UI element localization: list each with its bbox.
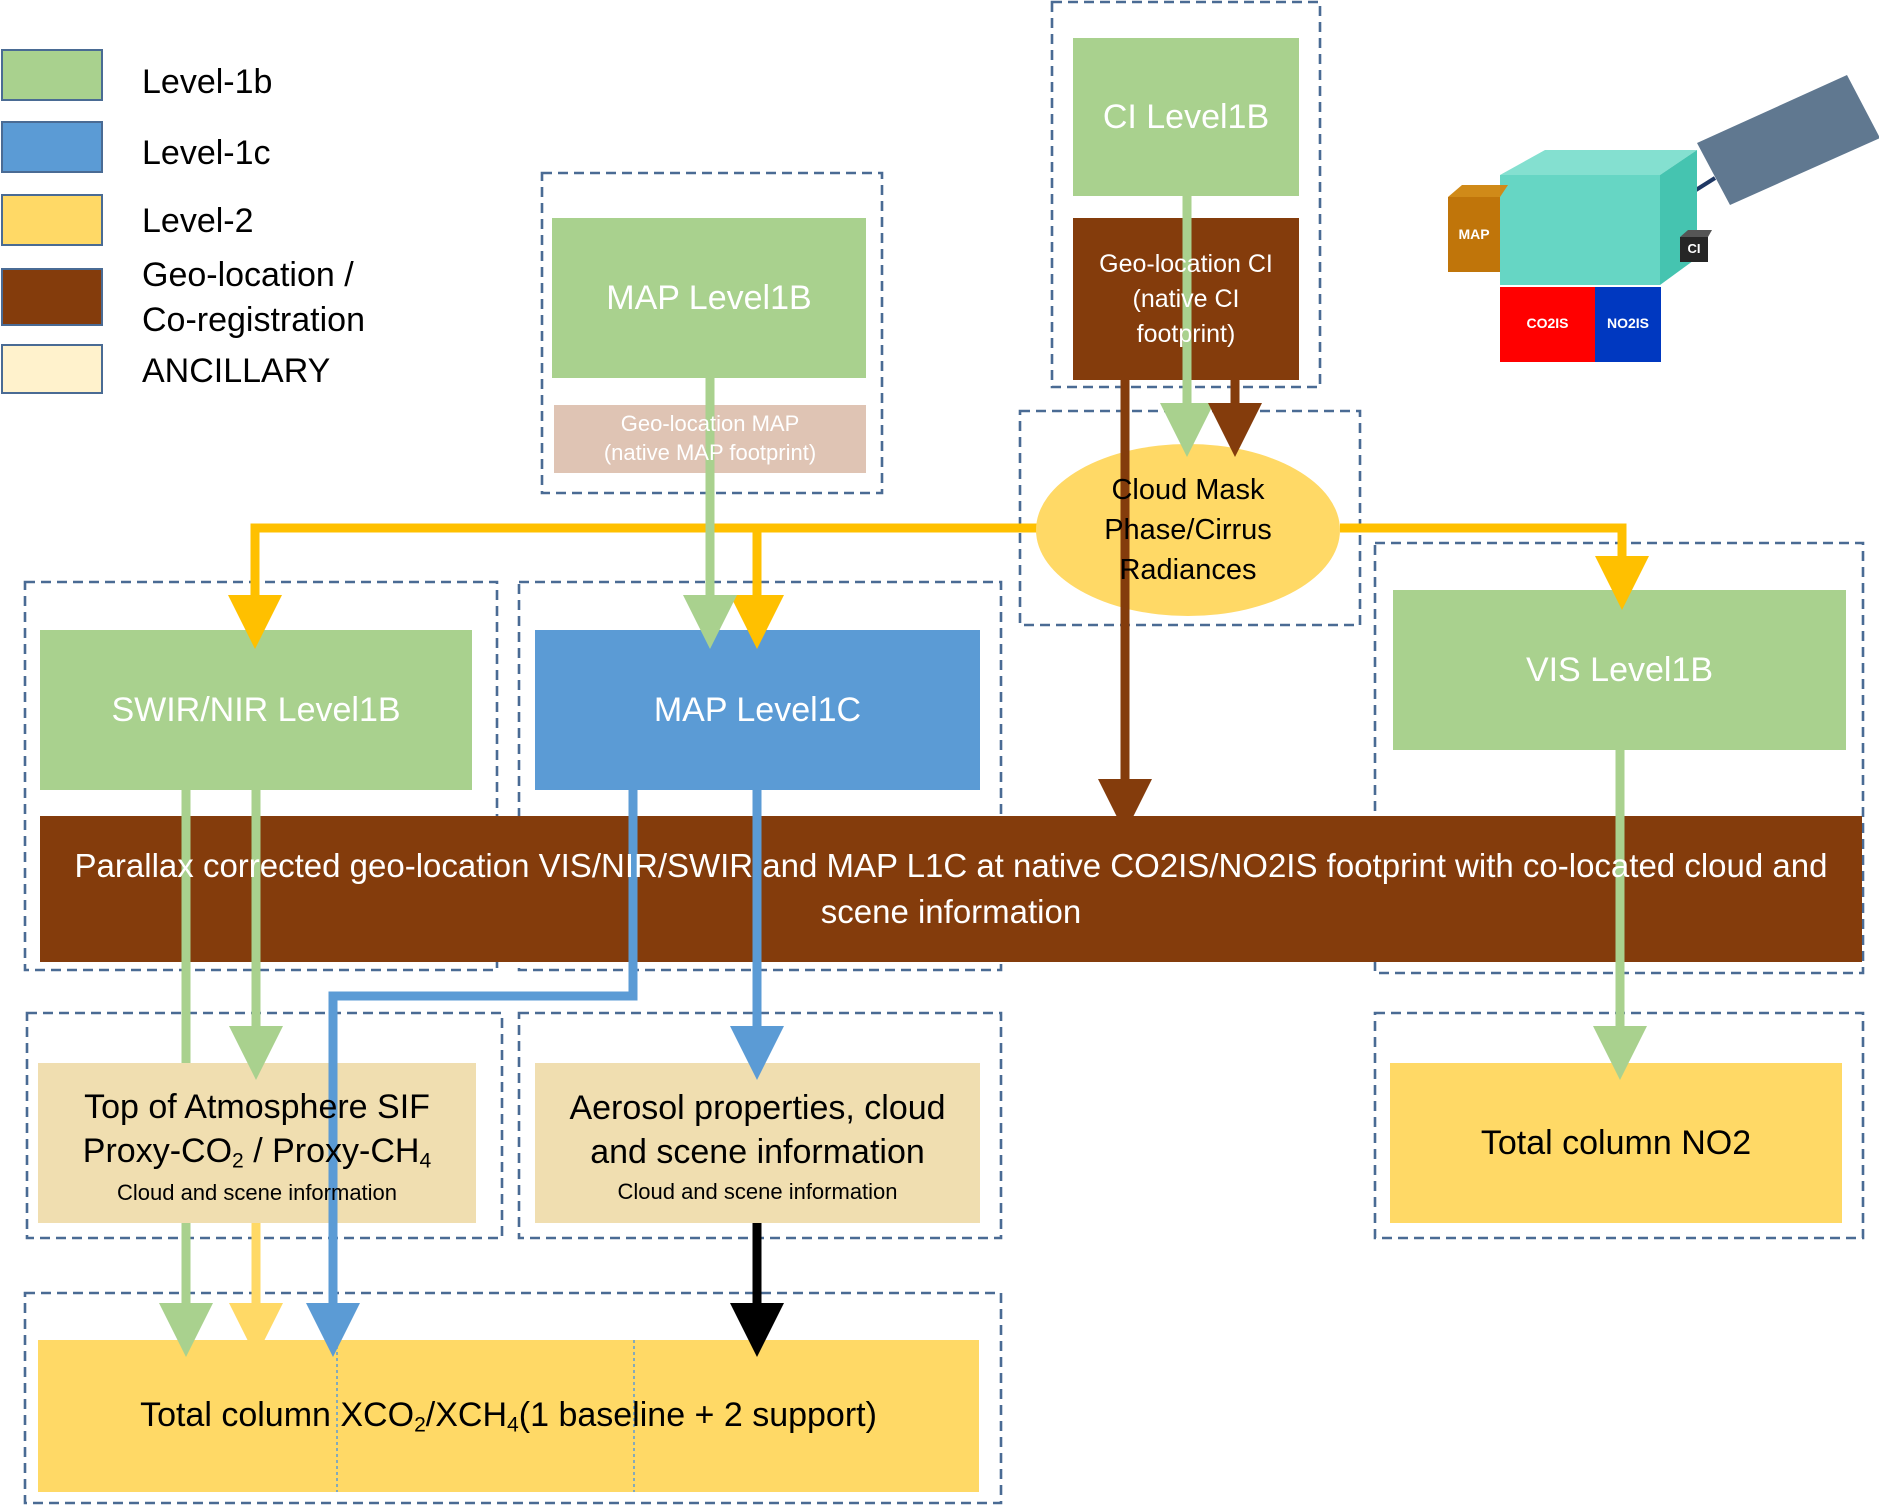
satellite-ci-top xyxy=(1680,230,1712,237)
toa-proxy-ch: / Proxy-CH xyxy=(243,1131,420,1170)
vis-level1b-box xyxy=(1393,590,1846,750)
legend-label-ancillary: ANCILLARY xyxy=(142,352,331,390)
map-level1b-label: MAP Level1B xyxy=(606,278,812,317)
satellite-co2is-block xyxy=(1500,287,1595,362)
toa-sub-2: 2 xyxy=(232,1149,244,1173)
no2-box xyxy=(1390,1063,1842,1223)
swir-nir-label: SWIR/NIR Level1B xyxy=(111,690,401,729)
cloud-line3: Radiances xyxy=(1119,554,1257,586)
group-map-l1b xyxy=(540,171,884,495)
yellow-line-left xyxy=(228,523,1040,649)
satellite-solar-panel xyxy=(1697,75,1879,205)
xco2-part3: (1 baseline + 2 support) xyxy=(518,1395,877,1434)
blue-line-mapl1c-to-toa xyxy=(328,790,638,1063)
no2-label: Total column NO2 xyxy=(1480,1123,1752,1162)
xco2-box xyxy=(38,1340,979,1492)
satellite-ci-label: CI xyxy=(1687,241,1701,257)
geo-map-line2: (native MAP footprint) xyxy=(603,440,817,465)
map-level1c-label: MAP Level1C xyxy=(653,690,862,729)
map-level1b-box xyxy=(552,218,866,378)
legend-label-level-1b: Level-1b xyxy=(142,63,273,101)
geo-ci-line3: footprint) xyxy=(1136,319,1236,348)
toa-line1: Top of Atmosphere SIF xyxy=(84,1087,430,1126)
toa-label: Top of Atmosphere SIF Proxy-CO2 / Proxy-… xyxy=(38,1072,476,1220)
satellite-map-label: MAP xyxy=(1458,226,1490,243)
legend-swatch-geolocation xyxy=(1,268,103,326)
aerosol-box xyxy=(535,1063,980,1223)
satellite-no2is-block xyxy=(1595,287,1661,362)
aerosol-line1: Aerosol properties, cloud xyxy=(569,1088,946,1127)
aerosol-line2: and scene information xyxy=(590,1132,925,1171)
xco2-sub-2: 2 xyxy=(414,1412,426,1436)
legend-swatch-level-1b xyxy=(1,49,103,101)
satellite-no2is-label: NO2IS xyxy=(1606,315,1649,332)
vis-level1b-label: VIS Level1B xyxy=(1525,650,1714,689)
xco2-label: Total column XCO2/XCH4(1 baseline + 2 su… xyxy=(38,1340,979,1492)
satellite-illustration xyxy=(1448,75,1879,362)
xco2-part1: Total column XCO xyxy=(140,1395,415,1434)
satellite-ci-block xyxy=(1680,237,1708,262)
yellow-line-right xyxy=(1340,523,1649,610)
xco2-part2: /XCH xyxy=(425,1395,508,1434)
aerosol-small-text: Cloud and scene information xyxy=(617,1178,898,1204)
cloud-mask-ellipse xyxy=(1036,444,1340,616)
aerosol-label: Aerosol properties, cloud and scene info… xyxy=(535,1072,980,1220)
satellite-map-block xyxy=(1448,197,1500,272)
ci-level1b-box xyxy=(1073,38,1299,196)
legend-label-geolocation: Geo-location / Co-registration xyxy=(142,256,365,339)
parallax-label: Parallax corrected geo-location VIS/NIR/… xyxy=(74,847,1828,930)
xco2-text: Total column XCO2/XCH4(1 baseline + 2 su… xyxy=(140,1394,877,1439)
parallax-box xyxy=(40,816,1862,962)
legend-swatch-level-2 xyxy=(1,194,103,246)
legend-swatch-level-1c xyxy=(1,121,103,173)
geo-map-line1: Geo-location MAP xyxy=(620,411,800,437)
group-swir xyxy=(23,580,499,972)
cloud-mask-label: Cloud Mask Phase/Cirrus Radiances xyxy=(1036,444,1340,616)
toa-box xyxy=(38,1063,476,1223)
satellite-body-top xyxy=(1500,150,1697,175)
toa-sub-4: 4 xyxy=(419,1149,432,1173)
group-xco2 xyxy=(23,1291,1003,1505)
geo-map-label: Geo-location MAP (native MAP footprint) xyxy=(554,405,866,473)
legend-label-level-1c: Level-1c xyxy=(142,134,271,172)
geo-ci-line1: Geo-location CI xyxy=(1099,249,1273,278)
toa-line2: Proxy-CO2 / Proxy-CH4 xyxy=(83,1129,431,1175)
xco2-sub-4: 4 xyxy=(507,1412,519,1436)
toa-proxy-co: Proxy-CO xyxy=(82,1131,233,1170)
geo-ci-label: Geo-location CI (native CI footprint) xyxy=(1073,218,1299,380)
group-toa xyxy=(25,1011,504,1240)
cloud-line2: Phase/Cirrus xyxy=(1104,513,1272,546)
ci-level1b-label: CI Level1B xyxy=(1102,97,1270,136)
legend-label-level-2: Level-2 xyxy=(142,202,254,240)
toa-small-text: Cloud and scene information xyxy=(116,1179,398,1205)
cloud-line1: Cloud Mask xyxy=(1111,473,1265,506)
geo-ci-line2: (native CI xyxy=(1132,284,1240,313)
satellite-map-top xyxy=(1448,185,1508,197)
satellite-body-front xyxy=(1500,175,1660,285)
map-level1c-box xyxy=(535,630,980,790)
swir-nir-box xyxy=(40,630,472,790)
legend-swatch-ancillary xyxy=(1,344,103,394)
satellite-co2is-label: CO2IS xyxy=(1526,315,1569,332)
